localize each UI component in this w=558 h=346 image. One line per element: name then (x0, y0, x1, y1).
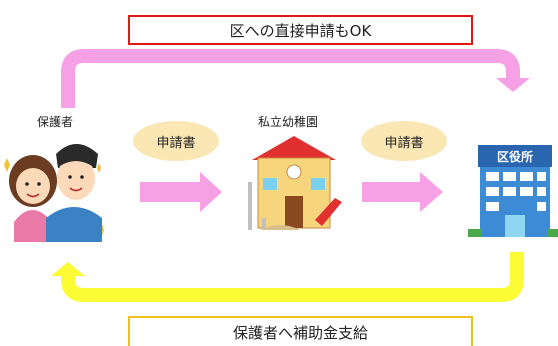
subsidy-payment-text: 保護者へ補助金支給 (232, 323, 368, 342)
kindergarten-label: 私立幼稚園 (258, 115, 319, 129)
top-loop-arrow (61, 49, 520, 108)
direct-application-text: 区への直接申請もOK (229, 21, 372, 40)
arrow-kindergarten-to-office (362, 172, 443, 212)
guardian-icon (4, 144, 104, 242)
application-form-label-1: 申請書 (133, 121, 219, 161)
office-sign: 区役所 (496, 149, 533, 164)
arrow-guardian-to-kindergarten (140, 172, 222, 212)
guardian-label: 保護者 (37, 115, 74, 129)
bottom-loop-arrowhead (51, 262, 85, 276)
subsidy-payment-box: 保護者へ補助金支給 (128, 316, 473, 346)
application-form-label-2: 申請書 (361, 121, 447, 161)
application-form-text-2: 申請書 (384, 135, 424, 151)
application-form-text-1: 申請書 (156, 135, 196, 151)
bottom-loop-arrow (61, 252, 524, 302)
office-icon (468, 145, 558, 237)
top-loop-arrowhead (496, 78, 530, 92)
direct-application-box: 区への直接申請もOK (128, 15, 473, 45)
kindergarten-icon (248, 136, 342, 230)
